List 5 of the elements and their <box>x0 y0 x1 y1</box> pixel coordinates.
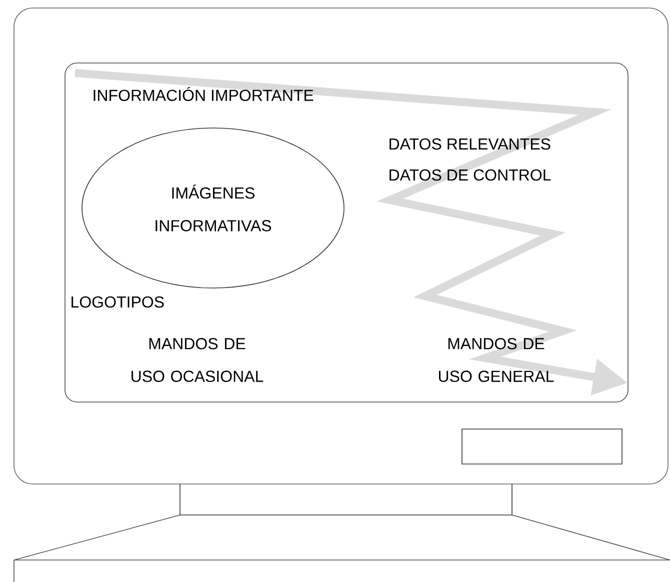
screen-label: MANDOS DE USO GENERAL <box>439 338 554 382</box>
screen-label: INFORMACIÓN IMPORTANTE <box>94 87 314 101</box>
screen-label: DATOS DE CONTROL <box>390 169 551 181</box>
screen-label: MANDOS DE USO OCASIONAL <box>132 338 264 382</box>
screen-label: DATOS RELEVANTES <box>390 138 550 150</box>
